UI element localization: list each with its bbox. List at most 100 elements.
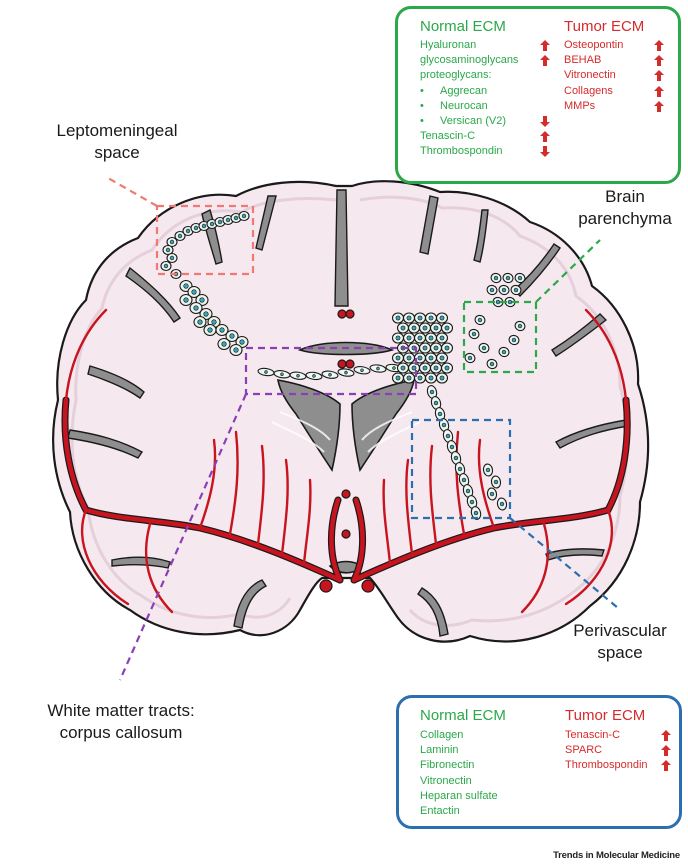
tumor-cell <box>420 363 431 373</box>
ecm-item: MMPs <box>564 99 644 114</box>
up-arrow-icon <box>654 55 664 66</box>
ecm-item-label: Vitronectin <box>420 775 472 787</box>
normal-ecm-list: Hyaluronan glycosaminoglycans proteoglycan… <box>420 38 518 160</box>
ecm-item-label: Entactin <box>420 805 460 817</box>
ecm-item: Osteopontin <box>564 38 644 53</box>
tumor-cell <box>167 254 177 263</box>
tumor-cell <box>420 343 431 353</box>
tumor-cell <box>431 323 442 333</box>
ecm-item: proteoglycans: <box>420 68 518 83</box>
tumor-ecm-list: OsteopontinBEHAB VitronectinCollagensMMPs <box>564 38 644 114</box>
tumor-cell <box>204 325 216 336</box>
normal-ecm-column: Normal ECM Hyaluronan glycosaminoglycans p… <box>420 18 518 160</box>
tumor-cell <box>437 313 448 323</box>
tumor-cell <box>415 313 426 323</box>
perivascular-label-text: Perivascular space <box>558 620 682 664</box>
ecm-item-label: proteoglycans: <box>420 69 492 81</box>
ecm-item: Vitronectin <box>420 774 506 789</box>
up-arrow-icon <box>661 745 671 756</box>
ecm-item-label: Vitronectin <box>564 69 616 81</box>
ecm-item: Entactin <box>420 804 506 819</box>
up-arrow-icon <box>540 40 550 51</box>
tumor-cell <box>393 373 404 383</box>
tumor-cell <box>239 212 249 221</box>
tumor-cell <box>393 353 404 363</box>
tumor-cell <box>426 333 437 343</box>
ecm-item: Vitronectin <box>564 68 644 83</box>
ecm-item: Thrombospondin <box>420 144 518 159</box>
tumor-cell <box>409 363 420 373</box>
ecm-item: Collagen <box>420 728 506 743</box>
ecm-item: •Neurocan <box>420 99 518 114</box>
leptomeningeal-leader <box>108 178 157 206</box>
ecm-item-label: Hyaluronan <box>420 39 476 51</box>
ecm-item: Fibronectin <box>420 758 506 773</box>
tumor-cell <box>393 333 404 343</box>
up-arrow-icon <box>540 131 550 142</box>
bullet-icon: • <box>420 99 436 114</box>
up-arrow-icon <box>661 760 671 771</box>
ecm-item-label: Heparan sulfate <box>420 790 498 802</box>
tumor-cell <box>415 333 426 343</box>
tumor-cell <box>404 313 415 323</box>
tumor-cell <box>442 323 453 333</box>
tumor-cell <box>426 313 437 323</box>
down-arrow-icon <box>540 146 550 157</box>
ecm-item-label: Tenascin-C <box>565 729 620 741</box>
tumor-cell <box>442 343 453 353</box>
up-arrow-icon <box>654 40 664 51</box>
parenchyma-label-text: Brain parenchyma <box>562 186 688 230</box>
tumor-ecm-list: Tenascin-C SPARC Thrombospondin <box>565 728 648 774</box>
ecm-item-label: Aggrecan <box>440 85 487 97</box>
tumor-cell <box>437 353 448 363</box>
tumor-ecm-header: Tumor ECM <box>564 18 644 36</box>
white-matter-label-text: White matter tracts: corpus callosum <box>6 700 236 744</box>
tumor-cell <box>431 343 442 353</box>
tumor-cell <box>404 353 415 363</box>
ecm-item-label: Thrombospondin <box>420 145 503 157</box>
tumor-cell <box>442 363 453 373</box>
tumor-cell <box>409 323 420 333</box>
normal-ecm-header: Normal ECM <box>420 707 506 725</box>
ecm-item-label: Thrombospondin <box>565 759 648 771</box>
ecm-item: Laminin <box>420 743 506 758</box>
ecm-item: Collagens <box>564 84 644 99</box>
ecm-item-label: Versican (V2) <box>440 115 506 127</box>
ecm-item-label: BEHAB <box>564 54 601 66</box>
tumor-cell <box>426 373 437 383</box>
tumor-cell <box>437 373 448 383</box>
tumor-cell <box>404 373 415 383</box>
bullet-icon: • <box>420 84 436 99</box>
ecm-item: Thrombospondin <box>565 758 648 773</box>
tumor-cell <box>426 353 437 363</box>
ecm-item-label: MMPs <box>564 100 595 112</box>
tumor-cell <box>420 323 431 333</box>
tumor-ecm-header: Tumor ECM <box>565 707 648 725</box>
ecm-item-label: SPARC <box>565 744 602 756</box>
ecm-item-label: Laminin <box>420 744 459 756</box>
ecm-item: • Versican (V2) <box>420 114 518 129</box>
perivascular-label: Perivascular space <box>558 620 682 664</box>
tumor-cell <box>437 333 448 343</box>
tumor-cell <box>393 313 404 323</box>
ecm-item-label: glycosaminoglycans <box>420 54 518 66</box>
ecm-item: • Aggrecan <box>420 84 518 99</box>
ecm-item-label: Collagen <box>420 729 463 741</box>
up-arrow-icon <box>654 101 664 112</box>
leptomeningeal-label: Leptomeningeal space <box>22 120 212 164</box>
tumor-cell <box>161 262 171 271</box>
ecm-item-label: Fibronectin <box>420 759 474 771</box>
bullet-icon: • <box>420 114 436 129</box>
ecm-item-label: Tenascin-C <box>420 130 475 142</box>
ecm-item-label: Collagens <box>564 85 613 97</box>
white-matter-label: White matter tracts: corpus callosum <box>6 700 236 744</box>
tumor-cell <box>431 363 442 373</box>
tumor-ecm-column: Tumor ECM Tenascin-C SPARC Thrombospondin <box>565 707 648 774</box>
normal-ecm-header: Normal ECM <box>420 18 518 36</box>
tumor-cell <box>230 345 242 356</box>
ecm-item: Heparan sulfate <box>420 789 506 804</box>
